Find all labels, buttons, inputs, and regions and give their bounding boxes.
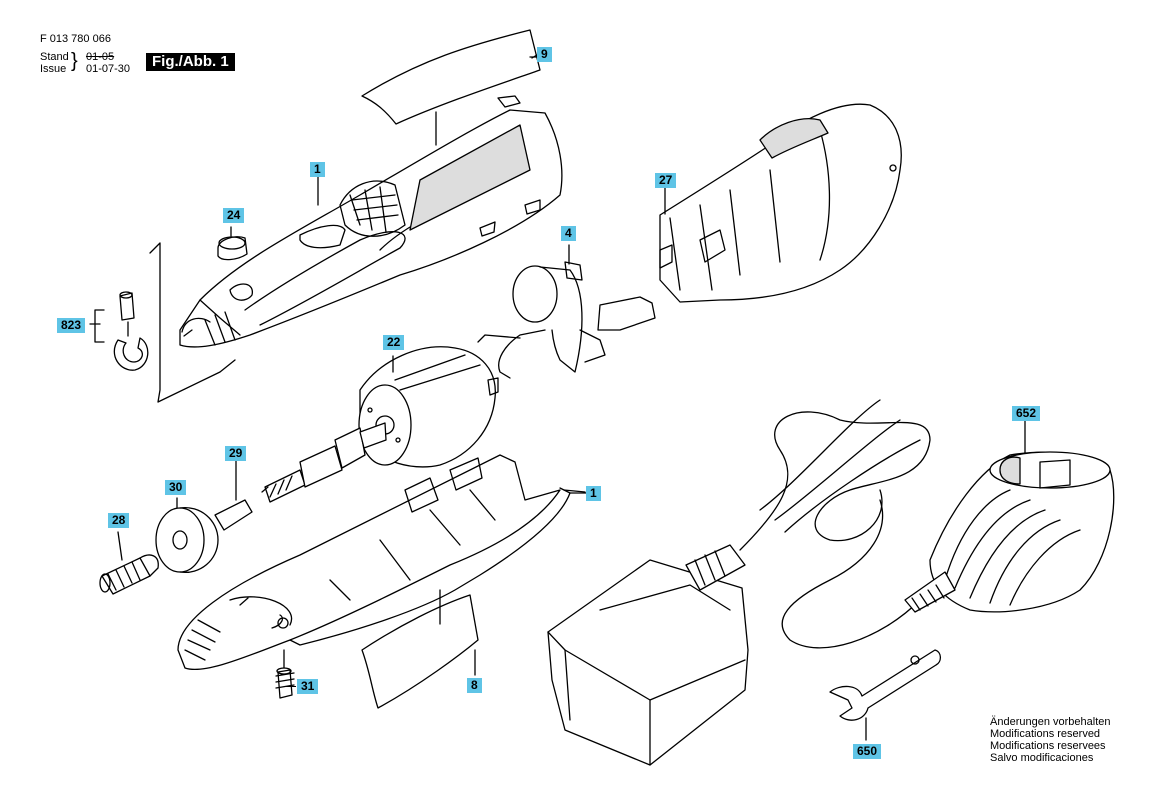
- label-sheet-lower: [362, 590, 478, 708]
- callout-22: 22: [383, 335, 405, 350]
- switch-assembly: [478, 245, 655, 378]
- collet: [215, 460, 252, 530]
- disc-washer: [156, 498, 218, 572]
- modifications-note-fr: Modifications reservees: [990, 740, 1106, 752]
- lower-housing: [178, 455, 585, 669]
- callout-8: 8: [467, 678, 482, 693]
- callout-31: 31: [297, 679, 319, 694]
- upper-housing: [180, 96, 562, 347]
- charger-base: [905, 418, 1114, 612]
- figure-label: Fig./Abb. 1: [146, 53, 235, 71]
- callout-29: 29: [225, 446, 247, 461]
- stand-value: 01-05: [86, 51, 115, 63]
- callout-24: 24: [223, 208, 245, 223]
- callout-27: 27: [655, 173, 677, 188]
- wrench: [830, 650, 940, 740]
- callout-1-lower-housing: 1: [586, 486, 601, 501]
- stand-label: Stand: [40, 51, 69, 63]
- power-supply: [548, 400, 945, 765]
- callout-9: 9: [537, 47, 552, 62]
- callout-1-upper-housing: 1: [310, 162, 325, 177]
- modifications-note-en: Modifications reserved: [990, 728, 1101, 740]
- leader-31: [286, 686, 296, 687]
- battery-pack: [660, 104, 901, 302]
- modifications-note-de: Änderungen vorbehalten: [990, 716, 1111, 728]
- issue-value: 01-07-30: [86, 63, 131, 75]
- document-number: F 013 780 066: [40, 33, 111, 45]
- cap-nut: [100, 532, 158, 594]
- shaft-assembly: [262, 423, 386, 502]
- label-sheet-upper: [362, 30, 540, 145]
- callout-28: 28: [108, 513, 130, 528]
- modifications-note-es: Salvo modificaciones: [990, 752, 1094, 764]
- callout-650: 650: [853, 744, 882, 759]
- issue-label: Issue: [40, 63, 67, 75]
- callout-4: 4: [561, 226, 576, 241]
- callout-823: 823: [57, 318, 86, 333]
- pin-and-clip: [90, 243, 235, 402]
- modifications-note: Änderungen vorbehalten Modifications res…: [990, 716, 1110, 764]
- screw: [276, 650, 294, 698]
- callout-30: 30: [165, 480, 187, 495]
- brace-glyph: }: [71, 50, 78, 72]
- motor: [359, 347, 498, 467]
- button-cap: [218, 227, 247, 260]
- callout-652: 652: [1012, 406, 1041, 421]
